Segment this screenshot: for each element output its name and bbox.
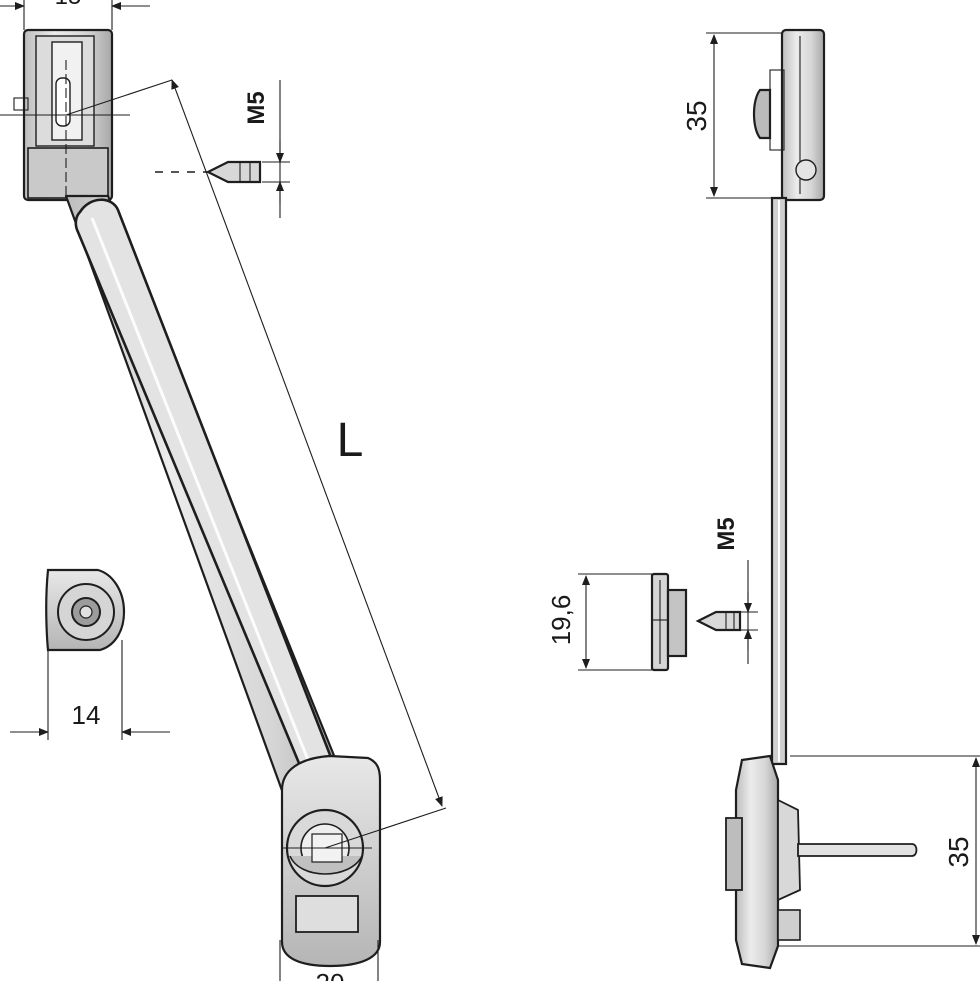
dim-thread-left: M5 <box>243 80 290 218</box>
dim-thread-right: M5 <box>713 517 758 664</box>
label-length: L <box>337 414 364 467</box>
dim-top-height: 35 <box>681 32 782 199</box>
left-view-stay: 15 M5 L 14 20 <box>0 0 447 981</box>
end-cap <box>45 568 126 652</box>
dim-base-height: 35 <box>778 755 980 947</box>
label-base-width: 20 <box>316 968 345 981</box>
label-top-width: 15 <box>55 0 82 10</box>
bottom-plate-side <box>725 754 918 970</box>
screw-right <box>695 610 742 632</box>
label-thread-left: M5 <box>243 91 270 124</box>
label-thread-right: M5 <box>713 517 740 550</box>
screw-left <box>155 160 262 184</box>
label-insert-height: 19,6 <box>546 595 576 646</box>
stay-arm <box>64 194 362 842</box>
label-cap-width: 14 <box>72 700 101 730</box>
label-top-height: 35 <box>681 100 712 131</box>
dim-insert-height: 19,6 <box>546 573 652 671</box>
dim-cap-width: 14 <box>10 640 170 740</box>
label-base-height: 35 <box>943 836 974 867</box>
dim-length: L <box>65 79 447 849</box>
top-plate-side <box>752 28 826 202</box>
right-view-side: 35 M5 19,6 35 <box>546 28 980 970</box>
centre-lines-left <box>0 60 372 849</box>
dim-base-width: 20 <box>279 940 379 981</box>
arm-side-profile <box>770 196 788 766</box>
bottom-base-pivot <box>280 754 382 968</box>
dim-top-width: 15 <box>0 0 150 30</box>
insert-side <box>650 572 688 672</box>
